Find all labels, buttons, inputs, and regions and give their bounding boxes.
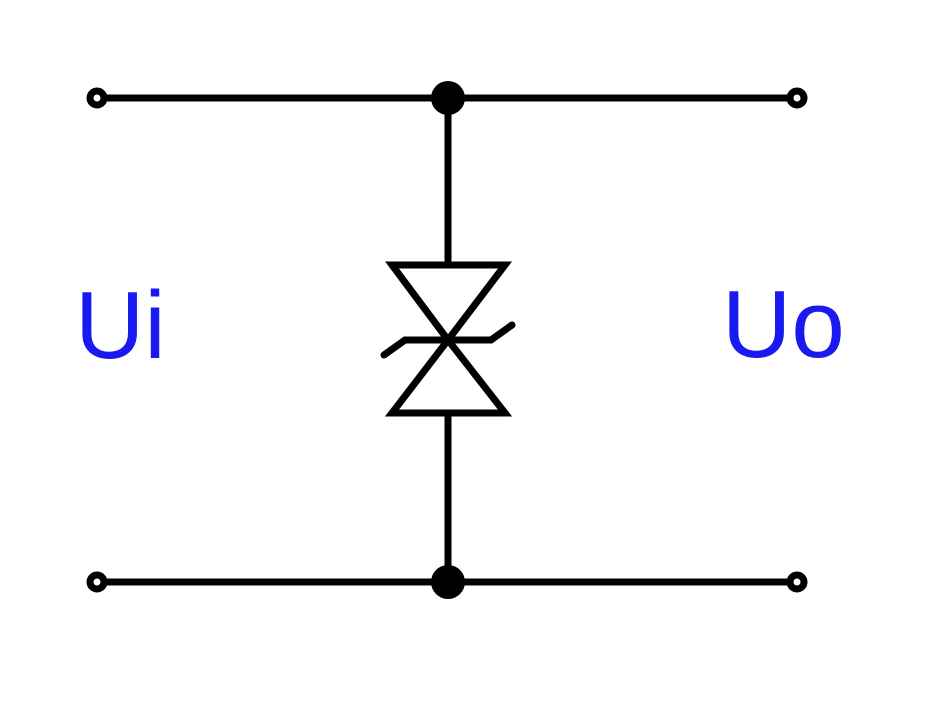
terminal-input-top xyxy=(86,87,108,109)
output-voltage-label: Uo xyxy=(722,271,845,378)
input-voltage-label: Ui xyxy=(75,272,166,379)
diode-lower-triangle xyxy=(384,334,513,417)
terminal-output-bottom xyxy=(786,571,808,593)
diode-upper-triangle xyxy=(385,261,513,346)
terminal-input-bottom xyxy=(86,571,108,593)
junction-dot-top xyxy=(431,81,465,115)
zener-crossbar-icon xyxy=(380,321,516,359)
terminal-output-top xyxy=(786,87,808,109)
junction-dot-bottom xyxy=(431,565,465,599)
